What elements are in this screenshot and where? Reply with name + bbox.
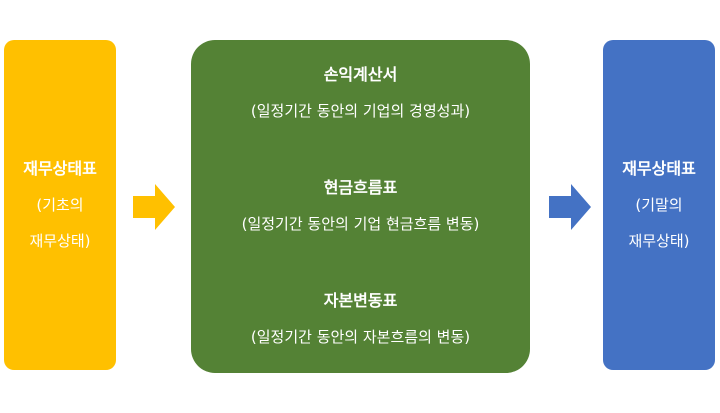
- beginning-balance-sheet-title: 재무상태표: [23, 159, 97, 178]
- ending-balance-sheet-box: 재무상태표 (기말의 재무상태): [603, 40, 715, 370]
- beginning-balance-sheet-sub2: 재무상태): [29, 232, 91, 250]
- right-arrow-icon: [133, 184, 175, 230]
- ending-balance-sheet-sub2: 재무상태): [628, 232, 690, 250]
- financial-statements-box: 손익계산서 (일정기간 동안의 기업의 경영성과) 현금흐름표 (일정기간 동안…: [191, 40, 530, 373]
- cash-flow-statement-section: 현금흐름표 (일정기간 동안의 기업 현금흐름 변동): [191, 178, 530, 234]
- equity-changes-statement-desc: (일정기간 동안의 자본흐름의 변동): [250, 328, 471, 346]
- right-arrow-icon: [549, 184, 591, 230]
- income-statement-section: 손익계산서 (일정기간 동안의 기업의 경영성과): [191, 65, 530, 121]
- ending-balance-sheet-title: 재무상태표: [622, 159, 696, 178]
- beginning-balance-sheet-sub1: (기초의: [36, 196, 84, 214]
- equity-changes-statement-section: 자본변동표 (일정기간 동안의 자본흐름의 변동): [191, 291, 530, 347]
- equity-changes-statement-title: 자본변동표: [323, 291, 398, 310]
- income-statement-desc: (일정기간 동안의 기업의 경영성과): [250, 102, 471, 120]
- cash-flow-statement-desc: (일정기간 동안의 기업 현금흐름 변동): [241, 215, 480, 233]
- beginning-balance-sheet-box: 재무상태표 (기초의 재무상태): [4, 40, 116, 370]
- income-statement-title: 손익계산서: [323, 65, 398, 84]
- ending-balance-sheet-sub1: (기말의: [635, 196, 683, 214]
- cash-flow-statement-title: 현금흐름표: [323, 178, 398, 197]
